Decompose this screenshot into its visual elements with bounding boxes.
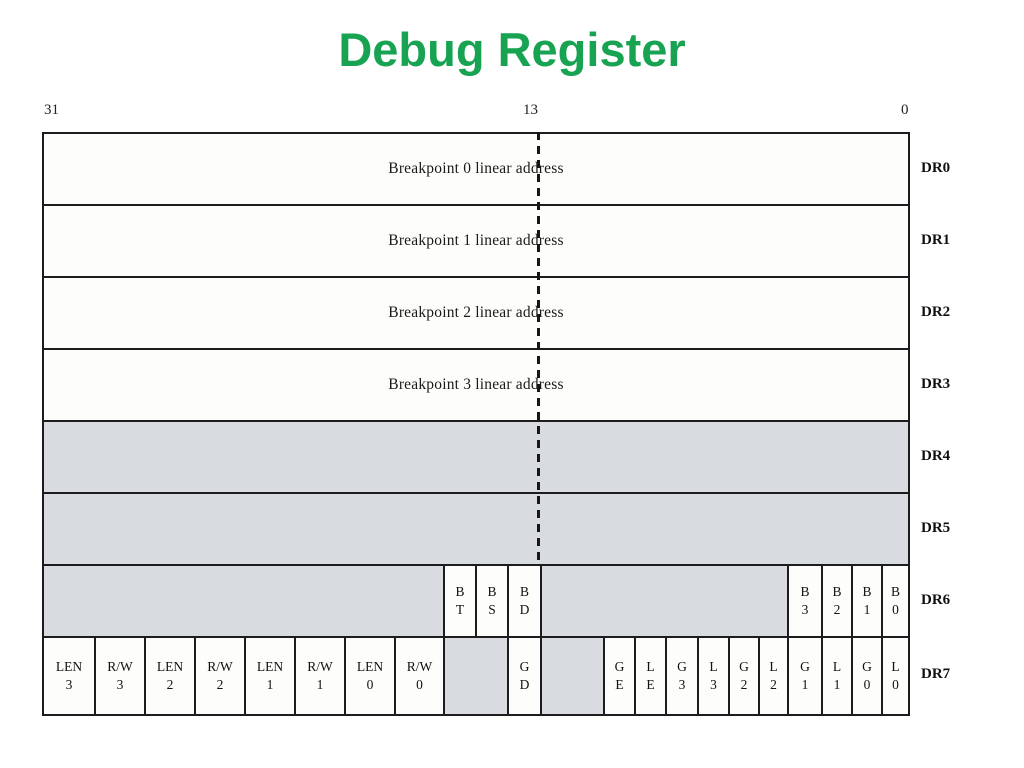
row-dr4-reserved	[44, 422, 908, 494]
dr7-field-g0: G 0	[851, 638, 881, 714]
dr7-field-rw1: R/W 1	[294, 638, 344, 714]
dr7-field-rw0: R/W 0	[394, 638, 443, 714]
bit-label-0: 0	[901, 102, 909, 118]
dr7-field-rw3: R/W 3	[94, 638, 144, 714]
dr7-field-len2: LEN 2	[144, 638, 194, 714]
dr6-field-b0: B 0	[881, 566, 908, 636]
dr7-field-ge: G E	[603, 638, 634, 714]
dr7-field-len3: LEN 3	[44, 638, 94, 714]
register-label-dr2: DR2	[921, 303, 951, 320]
dr7-field-g1: G 1	[787, 638, 821, 714]
dr0-breakpoint-text: Breakpoint 0 linear address	[388, 160, 564, 177]
row-dr3: Breakpoint 3 linear address	[44, 350, 908, 422]
register-label-dr1: DR1	[921, 231, 951, 248]
register-label-dr3: DR3	[921, 375, 951, 392]
dr7-field-rw2: R/W 2	[194, 638, 244, 714]
bit-label-31: 31	[44, 102, 59, 118]
dr7-field-l3: L 3	[697, 638, 728, 714]
register-label-dr7: DR7	[921, 665, 951, 682]
dr6-reserved-mid	[540, 566, 787, 636]
row-dr7: LEN 3 R/W 3 LEN 2 R/W 2 LEN 1 R/W 1 LEN …	[44, 638, 908, 714]
register-label-dr0: DR0	[921, 159, 951, 176]
dr1-breakpoint-text: Breakpoint 1 linear address	[388, 232, 564, 249]
register-label-dr4: DR4	[921, 447, 951, 464]
dr7-field-l2: L 2	[758, 638, 787, 714]
dr7-reserved-1	[443, 638, 507, 714]
row-dr2: Breakpoint 2 linear address	[44, 278, 908, 350]
dr7-field-gd: G D	[507, 638, 540, 714]
dr7-field-l0: L 0	[881, 638, 908, 714]
debug-register-diagram: Breakpoint 0 linear address Breakpoint 1…	[42, 132, 910, 716]
row-dr5-reserved	[44, 494, 908, 566]
dr7-field-g2: G 2	[728, 638, 758, 714]
register-label-column: DR0 DR1 DR2 DR3 DR4 DR5 DR6 DR7	[921, 132, 981, 712]
dr7-field-g3: G 3	[665, 638, 697, 714]
register-label-dr5: DR5	[921, 519, 951, 536]
slide-title: Debug Register	[338, 23, 686, 76]
dr7-field-le: L E	[634, 638, 665, 714]
register-label-dr6: DR6	[921, 591, 951, 608]
bit-label-13: 13	[523, 102, 538, 118]
dr6-reserved-high	[44, 566, 443, 636]
dr7-field-len1: LEN 1	[244, 638, 294, 714]
dr6-field-bs: B S	[475, 566, 507, 636]
row-dr1: Breakpoint 1 linear address	[44, 206, 908, 278]
dr6-field-b3: B 3	[787, 566, 821, 636]
dr6-field-bd: B D	[507, 566, 540, 636]
row-dr0: Breakpoint 0 linear address	[44, 134, 908, 206]
dr7-field-len0: LEN 0	[344, 638, 394, 714]
row-dr6: B T B S B D B 3 B 2 B 1 B 0	[44, 566, 908, 638]
dr7-reserved-2	[540, 638, 603, 714]
dr3-breakpoint-text: Breakpoint 3 linear address	[388, 376, 564, 393]
dr6-field-b2: B 2	[821, 566, 851, 636]
dr6-field-bt: B T	[443, 566, 475, 636]
dr7-field-l1: L 1	[821, 638, 851, 714]
bit13-dashed-line	[537, 132, 540, 566]
dr6-field-b1: B 1	[851, 566, 881, 636]
dr2-breakpoint-text: Breakpoint 2 linear address	[388, 304, 564, 321]
